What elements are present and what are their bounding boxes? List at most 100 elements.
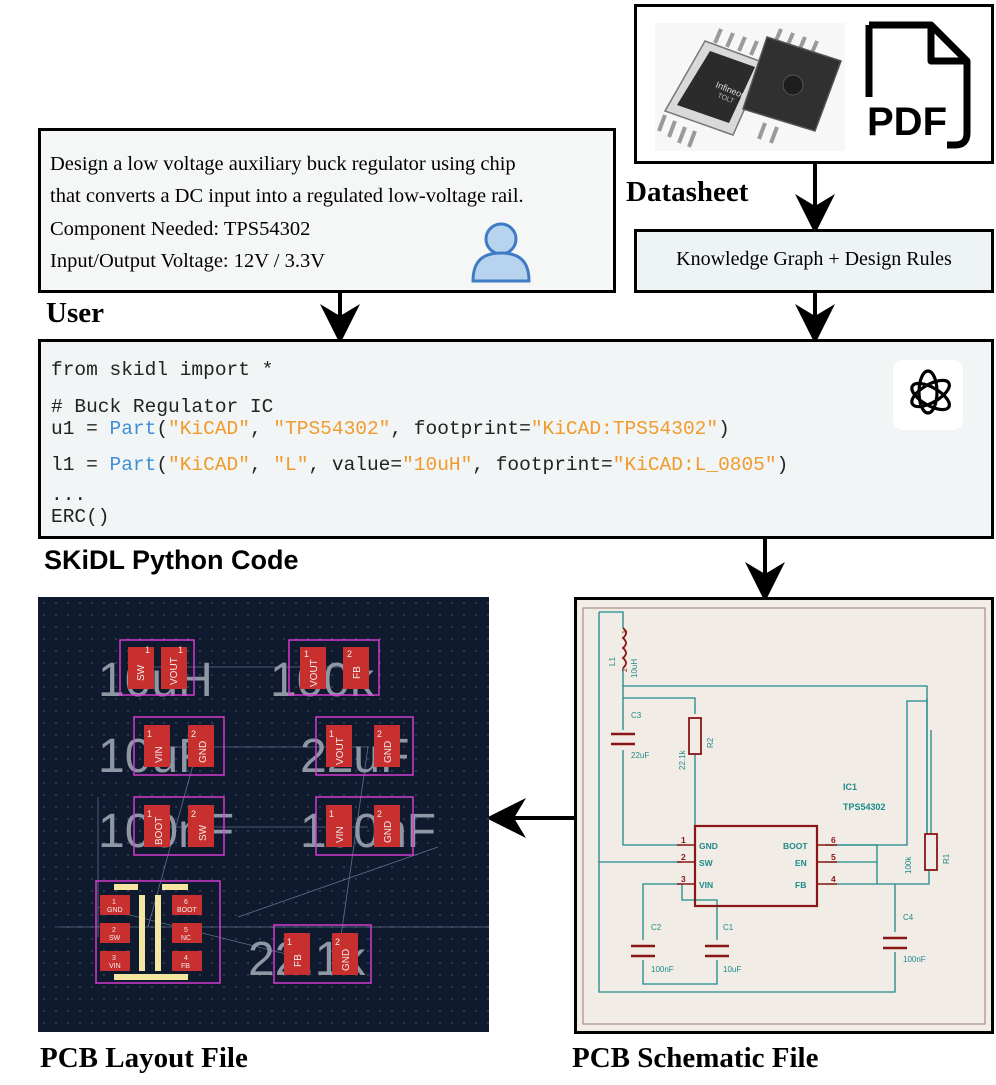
pcb-layout-panel: 10uH 1 1 SW VOUT 100k 1 2 VOUT FB 10uF 1 bbox=[38, 597, 489, 1032]
chip-image: Infineon TOLT bbox=[655, 23, 845, 151]
svg-text:2: 2 bbox=[191, 729, 196, 739]
svg-text:10uH: 10uH bbox=[630, 659, 639, 678]
svg-text:NC: NC bbox=[181, 935, 191, 942]
svg-text:R1: R1 bbox=[942, 853, 951, 864]
svg-text:FB: FB bbox=[795, 880, 806, 890]
pcb-layout-label: PCB Layout File bbox=[40, 1042, 248, 1074]
svg-text:1: 1 bbox=[287, 937, 292, 947]
svg-text:5: 5 bbox=[184, 927, 188, 934]
svg-text:3: 3 bbox=[112, 955, 116, 962]
svg-text:1: 1 bbox=[112, 899, 116, 906]
schematic-c2: C2 100nF bbox=[631, 923, 674, 974]
schematic-ic-ref: IC1 bbox=[843, 782, 857, 792]
user-icon bbox=[471, 222, 531, 283]
svg-text:6: 6 bbox=[831, 835, 836, 845]
svg-text:BOOT: BOOT bbox=[783, 841, 808, 851]
knowledge-graph-text: Knowledge Graph + Design Rules bbox=[676, 248, 952, 270]
schematic-wires bbox=[598, 611, 932, 993]
schematic-r1: R1 100k bbox=[904, 833, 951, 874]
svg-text:C3: C3 bbox=[631, 711, 642, 720]
svg-text:R2: R2 bbox=[706, 737, 715, 748]
svg-text:GND: GND bbox=[383, 741, 394, 763]
code-label: SKiDL Python Code bbox=[44, 545, 299, 575]
svg-text:VIN: VIN bbox=[154, 746, 165, 763]
svg-text:VOUT: VOUT bbox=[335, 737, 346, 765]
pcb-component-c4: 100nF 1 2 BOOT SW bbox=[98, 796, 234, 858]
schematic-label: PCB Schematic File bbox=[572, 1042, 819, 1074]
code-line-comment: # Buck Regulator IC bbox=[51, 396, 274, 418]
datasheet-label: Datasheet bbox=[626, 176, 749, 208]
pcb-component-r2: 22.1k 1 2 FB GND bbox=[248, 924, 372, 986]
svg-text:GND: GND bbox=[341, 949, 352, 971]
pcb-component-c3: 22uF 1 2 VOUT GND bbox=[300, 716, 414, 783]
svg-text:1: 1 bbox=[622, 630, 629, 634]
schematic-box: 1 GND 2 SW 3 VIN 6 BOOT 5 EN 4 FB IC1 TP… bbox=[574, 597, 994, 1034]
svg-text:2: 2 bbox=[622, 668, 629, 672]
svg-text:GND: GND bbox=[198, 741, 209, 763]
code-line-ellipsis: ... bbox=[51, 484, 87, 506]
svg-text:VIN: VIN bbox=[109, 963, 121, 970]
svg-text:100k: 100k bbox=[904, 856, 913, 874]
svg-text:100nF: 100nF bbox=[300, 805, 436, 858]
svg-text:L1: L1 bbox=[608, 657, 617, 666]
schematic-c1: C1 10uF bbox=[705, 923, 741, 974]
schematic-ic-body bbox=[693, 824, 819, 908]
pdf-text: PDF bbox=[867, 100, 947, 144]
schematic-c4: C4 100nF bbox=[883, 913, 926, 964]
svg-text:FB: FB bbox=[181, 963, 190, 970]
pcb-layout-graphic: 10uH 1 1 SW VOUT 100k 1 2 VOUT FB 10uF 1 bbox=[38, 597, 489, 1032]
svg-text:1: 1 bbox=[147, 729, 152, 739]
svg-text:VOUT: VOUT bbox=[169, 657, 180, 685]
svg-text:C2: C2 bbox=[651, 923, 662, 932]
pdf-icon: PDF bbox=[865, 21, 971, 149]
svg-text:2: 2 bbox=[335, 937, 340, 947]
svg-text:C1: C1 bbox=[723, 923, 734, 932]
svg-text:FB: FB bbox=[293, 954, 304, 967]
pcb-component-c2: 100nF 1 2 VIN GND bbox=[300, 796, 436, 858]
schematic-ic-part: TPS54302 bbox=[843, 802, 886, 812]
code-line-import: from skidl import * bbox=[51, 359, 274, 381]
svg-text:1: 1 bbox=[178, 645, 183, 655]
svg-text:1: 1 bbox=[147, 809, 152, 819]
svg-text:100nF: 100nF bbox=[903, 955, 926, 964]
svg-text:GND: GND bbox=[107, 907, 123, 914]
svg-text:1: 1 bbox=[145, 645, 150, 655]
code-line-l1: l1 = Part("KiCAD", "L", value="10uH", fo… bbox=[51, 454, 789, 476]
code-line-u1: u1 = Part("KiCAD", "TPS54302", footprint… bbox=[51, 418, 730, 440]
svg-text:2: 2 bbox=[347, 649, 352, 659]
svg-text:C4: C4 bbox=[903, 913, 914, 922]
user-label: User bbox=[46, 297, 104, 329]
svg-text:1: 1 bbox=[329, 809, 334, 819]
pcb-component-r1: 100k 1 2 VOUT FB bbox=[270, 639, 380, 707]
pcb-ic-footprint: 1 GND 2 SW 3 VIN 6 BOOT 5 NC 4 FB bbox=[95, 880, 221, 984]
pcb-component-l1: 10uH 1 1 SW VOUT bbox=[98, 639, 213, 707]
svg-text:10uH: 10uH bbox=[98, 654, 213, 707]
schematic-graphic: 1 GND 2 SW 3 VIN 6 BOOT 5 EN 4 FB IC1 TP… bbox=[582, 607, 986, 1025]
svg-text:1: 1 bbox=[329, 729, 334, 739]
svg-text:SW: SW bbox=[198, 824, 209, 841]
svg-text:2: 2 bbox=[377, 729, 382, 739]
schematic-l1: L1 10uH 1 2 bbox=[608, 627, 639, 678]
chip-left: Infineon TOLT bbox=[657, 28, 767, 148]
user-request-box: Design a low voltage auxiliary buck regu… bbox=[38, 128, 616, 293]
svg-text:SW: SW bbox=[699, 858, 714, 868]
svg-text:2: 2 bbox=[377, 809, 382, 819]
request-line-1: Design a low voltage auxiliary buck regu… bbox=[50, 153, 516, 175]
svg-text:5: 5 bbox=[831, 852, 836, 862]
schematic-c3: C3 22uF bbox=[611, 711, 649, 760]
svg-text:10uF: 10uF bbox=[723, 965, 741, 974]
request-line-3: Component Needed: TPS54302 bbox=[50, 218, 311, 240]
svg-text:22.1k: 22.1k bbox=[678, 749, 687, 770]
svg-text:2: 2 bbox=[191, 809, 196, 819]
svg-text:3: 3 bbox=[681, 874, 686, 884]
code-box: from skidl import * # Buck Regulator IC … bbox=[38, 339, 994, 539]
request-line-2: that converts a DC input into a regulate… bbox=[50, 185, 524, 207]
svg-text:4: 4 bbox=[831, 874, 836, 884]
svg-text:4: 4 bbox=[184, 955, 188, 962]
datasheet-box: Infineon TOLT PDF bbox=[634, 4, 994, 164]
svg-text:100nF: 100nF bbox=[651, 965, 674, 974]
svg-text:SW: SW bbox=[136, 664, 147, 681]
schematic-ic-pins bbox=[677, 844, 837, 885]
svg-text:VOUT: VOUT bbox=[309, 659, 320, 687]
